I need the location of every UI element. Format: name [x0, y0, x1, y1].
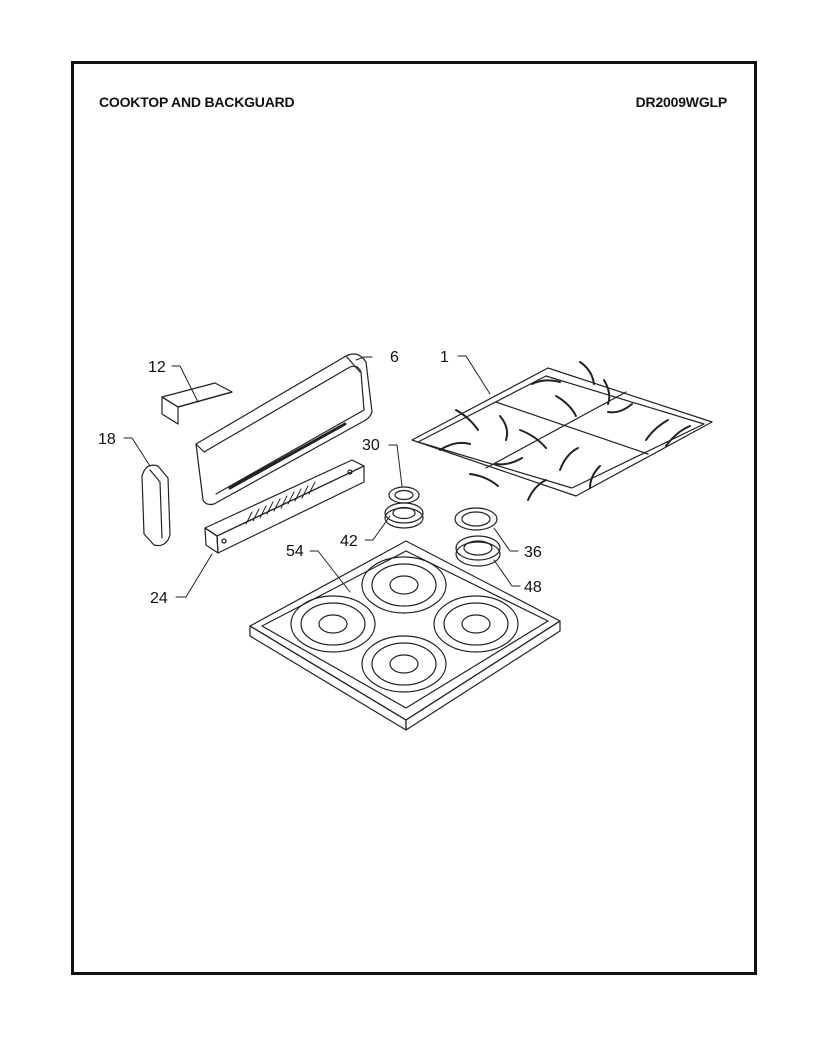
callout-12: 12: [148, 359, 166, 376]
part-cooktop-54: [249, 540, 561, 731]
callout-18: 18: [98, 431, 116, 448]
callout-24: 24: [150, 590, 168, 607]
part-burner-cap-30: [388, 486, 420, 504]
part-end-cap-18: [141, 464, 171, 547]
model-number: DR2009WGLP: [635, 94, 728, 110]
part-trim-12: [161, 382, 233, 425]
callout-30: 30: [362, 437, 380, 454]
part-burner-base-42: [384, 502, 424, 529]
diagram-title: COOKTOP AND BACKGUARD: [99, 94, 295, 110]
callout-6: 6: [390, 349, 399, 366]
diagram-frame: [71, 61, 757, 975]
callout-42: 42: [340, 533, 358, 550]
part-burner-cap-36: [454, 507, 498, 531]
callout-36: 36: [524, 544, 542, 561]
part-control-bracket-24: [204, 459, 365, 554]
callout-54: 54: [286, 543, 304, 560]
part-burner-base-48: [455, 535, 501, 567]
callout-48: 48: [524, 579, 542, 596]
part-grates-1: [411, 361, 713, 501]
part-backguard-6: [195, 353, 373, 506]
leader-lines: [123, 355, 521, 598]
callout-1: 1: [440, 349, 449, 366]
